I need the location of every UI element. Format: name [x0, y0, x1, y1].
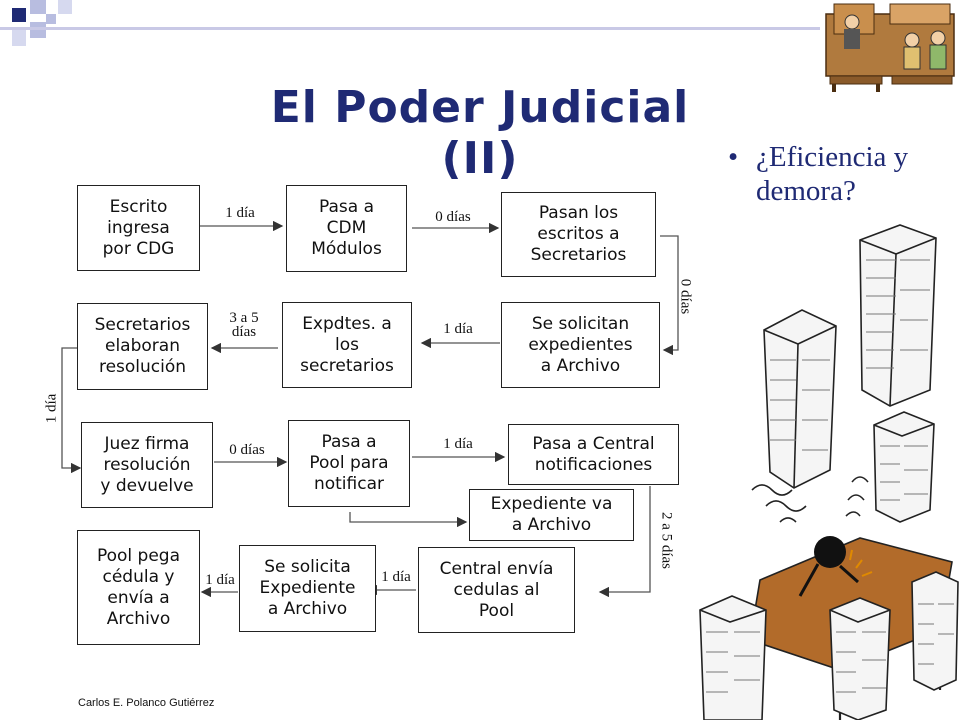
slide-title: El Poder Judicial (II) — [270, 82, 690, 184]
edge-label-1: 1 día — [225, 205, 255, 221]
edge-label-4: 1 día — [443, 321, 473, 337]
edge-9 — [598, 486, 651, 598]
paper-stacks-illustration — [699, 224, 959, 720]
edge-exp-archivo — [349, 512, 468, 528]
node-secretarios: Secretarios elaboran resolución — [77, 303, 208, 390]
node-solicita-exp: Se solicita Expediente a Archivo — [239, 545, 376, 632]
person-head — [814, 536, 846, 568]
bullet-text: ¿Eficiencia y demora? — [756, 141, 909, 207]
node-pasan-escritos: Pasan los escritos a Secretarios — [501, 192, 656, 277]
node-central-notif: Pasa a Central notificaciones — [508, 424, 679, 485]
edge-3 — [660, 235, 679, 356]
edge-6 — [61, 347, 82, 474]
edge-label-10: 1 día — [381, 569, 411, 585]
header-rule — [0, 27, 960, 30]
edge-label-6: 1 día — [43, 393, 60, 424]
corner-squares — [12, 0, 72, 46]
node-se-solicitan: Se solicitan expedientes a Archivo — [501, 302, 660, 388]
bullet-marker: • — [728, 141, 739, 173]
edge-label-2: 0 días — [435, 209, 471, 225]
courtroom-illustration — [820, 0, 960, 92]
edge-label-8: 1 día — [443, 436, 473, 452]
author-footer: Carlos E. Polanco Gutiérrez — [78, 697, 215, 709]
edge-label-11: 1 día — [205, 572, 235, 588]
node-pasa-cdm: Pasa a CDM Módulos — [286, 185, 407, 272]
edge-label-5: 3 a 5 días — [229, 310, 259, 340]
edge-label-9: 2 a 5 días — [658, 511, 675, 570]
node-expdtes: Expdtes. a los secretarios — [282, 302, 412, 388]
node-exp-archivo: Expediente va a Archivo — [469, 489, 634, 541]
node-central-envia: Central envía cedulas al Pool — [418, 547, 575, 633]
node-pool-pega: Pool pega cédula y envía a Archivo — [77, 530, 200, 645]
node-pool-notificar: Pasa a Pool para notificar — [288, 420, 410, 507]
node-juez: Juez firma resolución y devuelve — [81, 422, 213, 508]
node-escrito: Escrito ingresa por CDG — [77, 185, 200, 271]
edge-label-7: 0 días — [229, 442, 265, 458]
